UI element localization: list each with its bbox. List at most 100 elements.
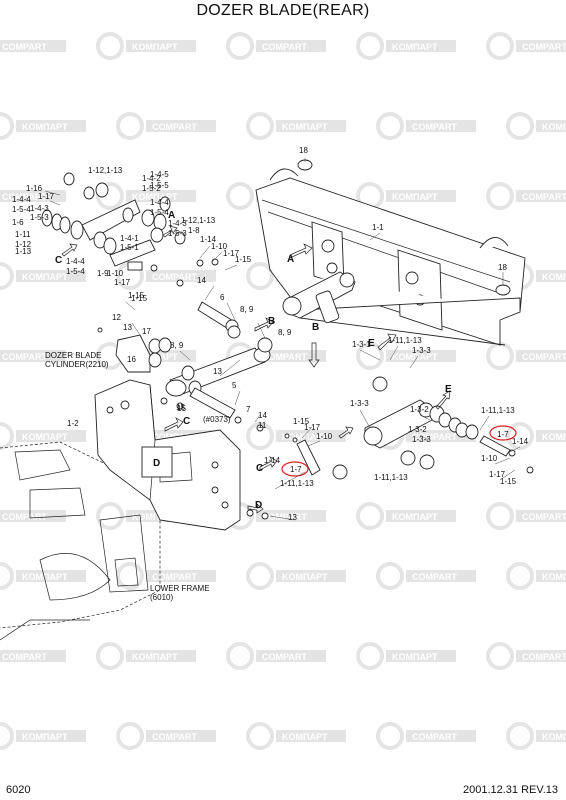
- svg-text:KOMПAPT: KOMПAPT: [542, 432, 566, 442]
- leader-line: [269, 515, 296, 521]
- part-label: 1-17: [114, 278, 131, 287]
- view-arrows: [61, 225, 451, 514]
- leader-line: [359, 409, 371, 429]
- watermark-tile: COMPART: [226, 502, 326, 530]
- link-arm-1-3-2: [363, 399, 436, 449]
- svg-text:KOMПAPT: KOMПAPT: [542, 122, 566, 132]
- watermark-tile: KOMПAPT: [356, 502, 456, 530]
- part-label: 15: [176, 403, 185, 412]
- leader-line: [44, 190, 61, 196]
- watermark-tile: KOMПAPT: [0, 562, 86, 590]
- part-label: 1-4-4: [66, 257, 85, 266]
- watermark-tile: COMPART: [226, 642, 326, 670]
- leader-line: [409, 355, 419, 369]
- part-label: 1-4-5: [150, 170, 169, 179]
- part-label: 1-5-4: [150, 208, 169, 217]
- watermark-tile: KOMПAPT: [96, 182, 196, 210]
- leader-line: [369, 232, 381, 241]
- push-frame: [94, 379, 241, 531]
- part-label: 1-13: [15, 247, 32, 256]
- svg-text:COMPART: COMPART: [522, 512, 566, 522]
- watermark-tile: COMPART: [116, 722, 216, 750]
- svg-text:KOMПAPT: KOMПAPT: [282, 572, 328, 582]
- part-label: 1-11,1-13: [280, 479, 314, 488]
- part-label: 1-14: [200, 235, 217, 244]
- page-number: 6020: [6, 784, 31, 796]
- leader-line: [226, 302, 236, 321]
- part-label: 1-7: [290, 465, 302, 474]
- svg-text:KOMПAPT: KOMПAPT: [132, 512, 178, 522]
- svg-text:KOMПAPT: KOMПAPT: [542, 732, 566, 742]
- svg-text:COMPART: COMPART: [522, 42, 566, 52]
- svg-text:KOMПAPT: KOMПAPT: [392, 192, 438, 202]
- view-letter-e: E: [445, 384, 452, 395]
- part-label: 1-5-4: [12, 205, 31, 214]
- watermark-layer: COMPART KOMПAPT COMPART KOMПAPT COMPART KOMПA…: [0, 32, 566, 750]
- watermark-tile: KOMПAPT: [356, 182, 456, 210]
- view-letter-a: A: [168, 210, 175, 221]
- svg-text:COMPART: COMPART: [152, 272, 197, 282]
- part-label: 1-10: [107, 269, 124, 278]
- part-label: 1-15: [293, 417, 310, 426]
- watermark-tile: KOMПAPT: [356, 342, 456, 370]
- hardware-parts: [41, 172, 534, 520]
- svg-text:COMPART: COMPART: [152, 122, 197, 132]
- view-letter-d: D: [153, 458, 160, 469]
- view-letter-c: C: [183, 416, 190, 427]
- part-label: 1-5-4: [66, 267, 85, 276]
- watermark-tile: KOMПAPT: [246, 562, 346, 590]
- leader-line: [419, 414, 431, 421]
- part-label: 1-9: [97, 269, 109, 278]
- watermark-tile: COMPART: [486, 32, 566, 60]
- svg-text:COMPART: COMPART: [412, 732, 457, 742]
- watermark-tile: KOMПAPT: [0, 262, 86, 290]
- svg-text:COMPART: COMPART: [2, 512, 47, 522]
- link-arm-1-3-1: [282, 271, 356, 324]
- part-label: 1-11,1-13: [481, 406, 515, 415]
- svg-text:KOMПAPT: KOMПAPT: [22, 432, 68, 442]
- svg-text:KOMПAPT: KOMПAPT: [392, 652, 438, 662]
- part-label: 1-4-3: [30, 204, 49, 213]
- part-label: 1-3-1: [352, 340, 371, 349]
- leader-line: [49, 200, 61, 206]
- leader-line: [211, 251, 223, 263]
- part-label: 1-14: [512, 437, 529, 446]
- view-letter-b: B: [312, 322, 319, 333]
- watermark-tile: COMPART: [116, 562, 216, 590]
- watermark-tile: COMPART: [0, 510, 66, 522]
- leader-line: [494, 457, 511, 465]
- leader-line: [274, 471, 306, 490]
- svg-text:KOMПAPT: KOMПAPT: [392, 352, 438, 362]
- svg-text:COMPART: COMPART: [152, 732, 197, 742]
- watermark-tile: KOMПAPT: [246, 722, 346, 750]
- part-label: 1-3-3: [412, 435, 431, 444]
- svg-text:KOMПAPT: KOMПAPT: [22, 732, 68, 742]
- watermark-tile: KOMПAPT: [506, 112, 566, 140]
- watermark-tile: KOMПAPT: [506, 422, 566, 450]
- part-label: 1-5-2: [142, 184, 161, 193]
- svg-text:COMPART: COMPART: [2, 42, 47, 52]
- watermark-tile: COMPART: [376, 722, 476, 750]
- watermark-tile: KOMПAPT: [0, 722, 86, 750]
- leader-line: [499, 469, 516, 481]
- leader-line: [219, 359, 241, 377]
- part-label: 1-4-3: [168, 219, 187, 228]
- part-label: 8, 9: [240, 305, 254, 314]
- part-label: 1-15: [235, 255, 252, 264]
- view-letter-c: C: [256, 463, 263, 474]
- part-label: 6: [220, 293, 225, 302]
- svg-text:KOMПAPT: KOMПAPT: [542, 272, 566, 282]
- view-letter-c: C: [55, 255, 62, 266]
- leader-line: [204, 285, 215, 301]
- part-label: 15: [177, 404, 186, 413]
- leader-line: [234, 390, 241, 406]
- view-letter-d: D: [255, 500, 262, 511]
- part-label: 18: [299, 146, 308, 155]
- svg-text:KOMПAPT: KOMПAPT: [22, 572, 68, 582]
- svg-text:COMPART: COMPART: [262, 42, 307, 52]
- watermark-tile: KOMПAPT: [96, 642, 196, 670]
- watermark-tile: COMPART: [376, 112, 476, 140]
- part-label: 1-12,1-13: [181, 216, 216, 225]
- svg-text:COMPART: COMPART: [522, 192, 566, 202]
